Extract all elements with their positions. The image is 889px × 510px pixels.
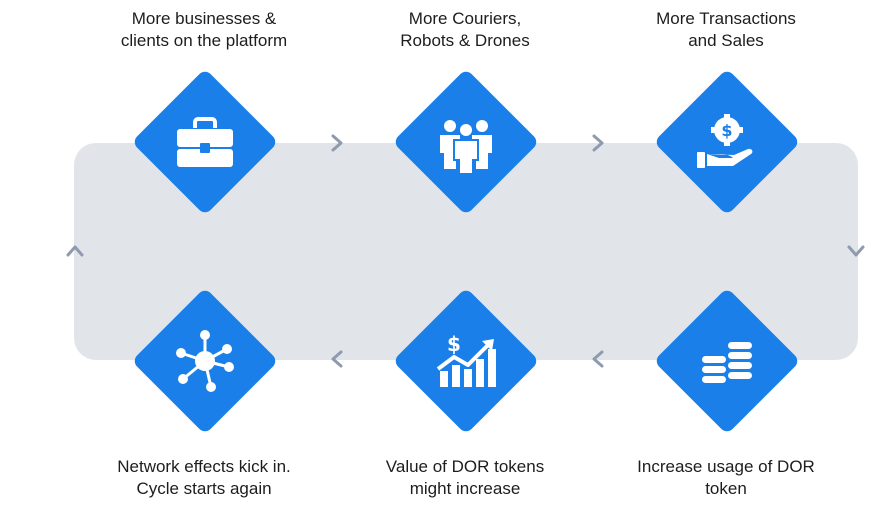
growth-chart-dollar-icon: $: [426, 321, 506, 401]
arrow-down-icon: [846, 241, 866, 261]
arrow-right-1-icon: [327, 133, 347, 153]
arrow-up-icon: [65, 241, 85, 261]
svg-text:$: $: [447, 332, 461, 356]
network-hub-icon: [165, 321, 245, 401]
arrow-left-2-icon: [327, 349, 347, 369]
arrow-left-1-icon: [588, 349, 608, 369]
coin-stack-icon: [687, 321, 767, 401]
step-1-label: More businesses &clients on the platform: [120, 9, 288, 50]
step-2-label: More Couriers,Robots & Drones: [400, 9, 530, 50]
people-group-icon: [426, 102, 506, 182]
hand-dollar-icon: $: [687, 102, 767, 182]
svg-text:$: $: [721, 121, 732, 140]
step-6-label: Network effects kick in.Cycle starts aga…: [117, 457, 291, 498]
briefcase-icon: [165, 102, 245, 182]
arrow-right-2-icon: [588, 133, 608, 153]
